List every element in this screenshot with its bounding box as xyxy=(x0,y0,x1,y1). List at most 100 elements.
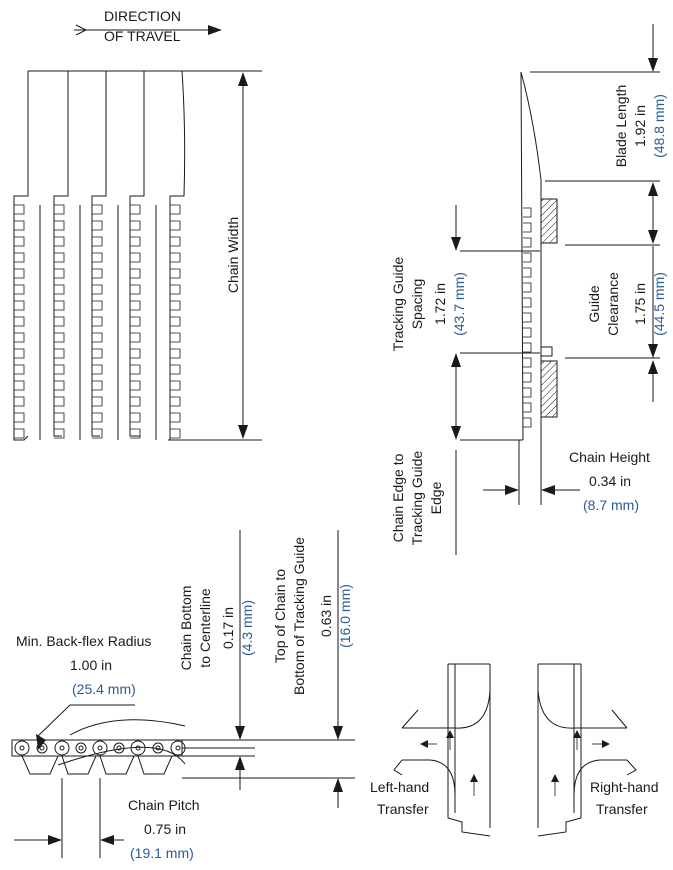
chain-tooth xyxy=(92,380,103,391)
chain-tooth xyxy=(92,316,103,327)
chain-tooth xyxy=(92,220,103,231)
chain-tooth xyxy=(14,348,25,359)
chain-pin-circle xyxy=(155,745,161,751)
chain-link-circle xyxy=(92,740,108,756)
side-tooth xyxy=(523,222,532,233)
chain-edge-line2: Tracking Guide xyxy=(409,451,425,546)
chain-width-label: Chain Width xyxy=(225,217,241,293)
tracking-guide-spacing-in: 1.72 in xyxy=(432,283,448,325)
direction-line2: OF TRAVEL xyxy=(104,28,181,44)
side-tooth xyxy=(523,282,532,293)
chain-tooth xyxy=(170,364,181,375)
chain-tooth xyxy=(54,316,65,327)
chain-height-mm: (8.7 mm) xyxy=(583,497,639,513)
chain-pin-circle xyxy=(175,745,181,751)
side-tooth xyxy=(523,402,532,413)
chain-tooth xyxy=(14,364,25,375)
chain-tooth xyxy=(170,380,181,391)
chain-pin-circle xyxy=(59,745,65,751)
chain-tooth xyxy=(54,428,65,439)
top-to-tracking-dimension: Top of Chain to Bottom of Tracking Guide… xyxy=(272,530,353,808)
upper-guide-hatch xyxy=(540,198,558,244)
chain-tooth xyxy=(92,268,103,279)
guide-clearance-in: 1.75 in xyxy=(632,283,648,325)
backflex-radius: Min. Back-flex Radius 1.00 in (25.4 mm) xyxy=(16,633,151,697)
chain-link-circle xyxy=(113,742,125,754)
bottom-to-centerline-dimension: Chain Bottom to Centerline 0.17 in (4.3 … xyxy=(178,530,255,790)
chain-height-in: 0.34 in xyxy=(589,473,631,489)
left-transfer-line2: Transfer xyxy=(377,801,429,817)
blade-length-label: Blade Length xyxy=(613,85,629,168)
chain-tooth xyxy=(92,396,103,407)
tracking-guide-spacing-dimension: Tracking Guide Spacing 1.72 in (43.7 mm) xyxy=(390,205,467,555)
guide-clearance-line2: Clearance xyxy=(605,272,621,336)
chain-tooth xyxy=(170,268,181,279)
chain-tooth xyxy=(14,268,25,279)
chain-tooth xyxy=(54,252,65,263)
chain-tooth xyxy=(170,412,181,423)
chain-pitch-in: 0.75 in xyxy=(144,821,186,837)
bottom-to-centerline-in: 0.17 in xyxy=(220,607,236,649)
chain-tooth xyxy=(54,364,65,375)
chain-height-dimension: Chain Height 0.34 in (8.7 mm) xyxy=(483,449,650,513)
side-tooth xyxy=(523,387,532,398)
chain-tooth xyxy=(92,412,103,423)
chain-tooth xyxy=(130,204,141,215)
chain-side-profile xyxy=(460,71,660,505)
chain-tooth xyxy=(92,332,103,343)
chain-tooth xyxy=(92,348,103,359)
chain-tooth xyxy=(14,316,25,327)
chain-link-circle xyxy=(75,742,87,754)
chain-tooth xyxy=(14,236,25,247)
chain-tooth xyxy=(170,428,181,439)
chain-tooth xyxy=(14,284,25,295)
chain-tooth xyxy=(92,284,103,295)
chain-tooth xyxy=(170,252,181,263)
chain-tooth xyxy=(14,252,25,263)
chain-link-circle xyxy=(54,740,70,756)
chain-link-circle xyxy=(36,742,48,754)
chain-tooth xyxy=(14,220,25,231)
left-transfer-line1: Left-hand xyxy=(370,779,429,795)
chain-pin-circle xyxy=(39,745,45,751)
right-transfer-line2: Transfer xyxy=(596,801,648,817)
chain-tooth xyxy=(54,332,65,343)
chain-pin-circle xyxy=(19,745,25,751)
chain-tooth xyxy=(14,428,25,439)
chain-pin-circle xyxy=(116,745,122,751)
chain-tooth xyxy=(92,428,103,439)
chain-tooth xyxy=(130,252,141,263)
chain-tooth xyxy=(130,332,141,343)
blade-length-mm: (48.8 mm) xyxy=(651,94,667,158)
top-to-tracking-in: 0.63 in xyxy=(318,595,334,637)
chain-tooth xyxy=(14,396,25,407)
chain-tooth xyxy=(130,220,141,231)
chain-tooth xyxy=(130,428,141,439)
backflex-in: 1.00 in xyxy=(70,657,112,673)
direction-of-travel: DIRECTION OF TRAVEL xyxy=(74,8,222,44)
chain-tooth xyxy=(92,252,103,263)
side-tooth xyxy=(523,417,532,428)
direction-arrow-head-icon xyxy=(208,25,222,35)
chain-height-label: Chain Height xyxy=(569,449,650,465)
chain-top-view xyxy=(13,70,262,441)
chain-link-circle xyxy=(152,742,164,754)
chain-tooth xyxy=(130,412,141,423)
blade-length-in: 1.92 in xyxy=(632,105,648,147)
chain-link-circle xyxy=(14,740,30,756)
chain-edge-line3: Edge xyxy=(428,481,444,514)
guide-clearance-mm: (44.5 mm) xyxy=(651,272,667,336)
chain-tooth xyxy=(130,348,141,359)
chain-tooth xyxy=(130,284,141,295)
chain-tooth xyxy=(54,300,65,311)
chain-pitch-label: Chain Pitch xyxy=(128,797,200,813)
side-tooth xyxy=(523,342,532,353)
side-tooth xyxy=(523,312,532,323)
chain-tooth xyxy=(130,268,141,279)
direction-line1: DIRECTION xyxy=(104,8,181,24)
top-to-tracking-line1: Top of Chain to xyxy=(272,569,288,663)
tracking-guide-spacing-line1: Tracking Guide xyxy=(390,257,406,352)
direction-arrow-tail-icon xyxy=(74,24,88,36)
chain-tooth xyxy=(14,412,25,423)
chain-tooth xyxy=(92,300,103,311)
